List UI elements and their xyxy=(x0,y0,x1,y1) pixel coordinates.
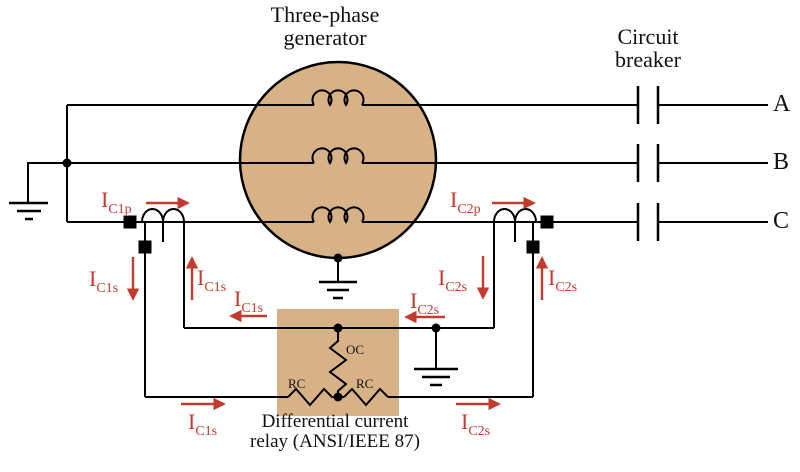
ct1-coil xyxy=(141,208,185,223)
phase-label-c: C xyxy=(773,208,790,234)
junction-dot xyxy=(333,323,343,333)
label-ic2s-bottom: IC2s xyxy=(461,409,491,439)
breaker-contact-b xyxy=(636,144,660,182)
label-ic1s-left: IC1s xyxy=(234,286,264,316)
junction-dot xyxy=(431,323,441,333)
label-ic2p: IC2p xyxy=(450,187,481,217)
breaker-contact-c xyxy=(636,203,660,241)
generator-winding-b xyxy=(311,147,365,165)
current-transformer-1 xyxy=(123,208,185,397)
ct2-coil xyxy=(493,208,537,223)
neutral-ground-icon xyxy=(319,280,357,300)
junction-dot xyxy=(333,392,343,402)
generator-body xyxy=(238,60,438,260)
relay-restraint-coil-right xyxy=(343,387,389,407)
junction-dot xyxy=(62,158,72,168)
label-ic2s-down: IC2s xyxy=(438,265,468,295)
label-ic1p: IC1p xyxy=(101,187,132,217)
generator-title-line2: generator xyxy=(283,25,367,51)
breaker-contact-a xyxy=(636,86,660,124)
generator-winding-a xyxy=(311,89,365,107)
generator-winding-c xyxy=(311,206,365,224)
secondary-ground-icon xyxy=(414,367,458,387)
label-ic1s-down: IC1s xyxy=(89,266,119,296)
secondary-ground xyxy=(431,323,441,368)
left-neutral-tie xyxy=(27,105,72,222)
junction-dot xyxy=(333,253,343,263)
label-ic1s-bottom: IC1s xyxy=(188,409,218,439)
relay-caption-line1: Differential current xyxy=(261,411,409,432)
phase-label-b: B xyxy=(773,149,790,175)
phase-label-a: A xyxy=(773,91,791,117)
label-ic1s-up: IC1s xyxy=(197,265,227,295)
ct1-polarity-mark-primary xyxy=(123,215,137,229)
restraint-coil-label-left: RC xyxy=(288,376,306,391)
generator-title: Three-phase generator xyxy=(225,3,425,50)
generator-neutral xyxy=(333,253,343,281)
system-ground-icon xyxy=(9,201,48,221)
ct2-polarity-mark-primary xyxy=(540,215,554,229)
label-ic2s-up: IC2s xyxy=(548,265,578,295)
generator-title-line1: Three-phase xyxy=(270,2,380,27)
restraint-coil-label-right: RC xyxy=(356,376,374,391)
label-ic2s-left: IC2s xyxy=(410,288,440,318)
current-transformer-2 xyxy=(493,208,554,397)
breaker-title-line2: breaker xyxy=(615,47,681,73)
relay-caption: Differential current relay (ANSI/IEEE 87… xyxy=(225,411,445,453)
operating-coil-label: OC xyxy=(346,342,365,357)
breaker-title-line1: Circuit xyxy=(617,24,679,49)
relay-caption-line2: relay (ANSI/IEEE 87) xyxy=(250,431,420,453)
breaker-title: Circuit breaker xyxy=(586,25,710,72)
relay-operating-coil xyxy=(328,328,348,397)
